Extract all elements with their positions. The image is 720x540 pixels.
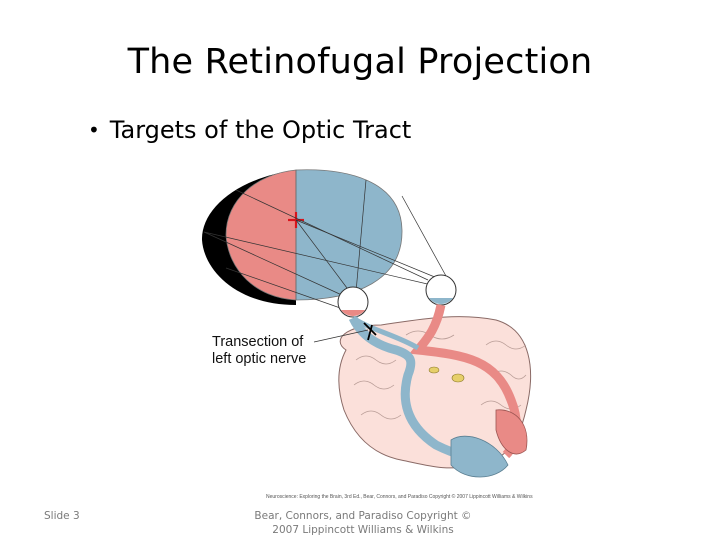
bullet-dot-icon: • [88, 118, 100, 142]
visual-cortex-left [450, 435, 509, 478]
footer-copyright: Bear, Connors, and Paradiso Copyright © … [248, 509, 478, 537]
bullet-text: Targets of the Optic Tract [109, 116, 412, 144]
left-visual-hemifield [225, 169, 297, 301]
visual-cortex-right [495, 409, 528, 455]
left-eye-icon [337, 286, 369, 318]
right-visual-hemifield [295, 169, 403, 301]
retinofugal-figure [196, 160, 536, 500]
label-pointer [313, 329, 369, 343]
transection-label: Transection of left optic nerve [212, 334, 306, 368]
footer-line2: 2007 Lippincott Williams & Wilkins [272, 524, 454, 536]
visual-field [201, 169, 403, 305]
right-eye-icon [425, 274, 457, 306]
transection-label-line2: left optic nerve [212, 351, 307, 367]
figure-credit: Neuroscience: Exploring the Brain, 3rd E… [266, 494, 533, 500]
light-rays [203, 179, 447, 311]
transection-mark-icon [363, 322, 377, 341]
slide-number: Slide 3 [44, 510, 80, 522]
transection-label-line1: Transection of [212, 334, 304, 350]
slide-title: The Retinofugal Projection [127, 42, 593, 82]
footer-line1: Bear, Connors, and Paradiso Copyright © [254, 510, 472, 522]
bullet-item: • Targets of the Optic Tract [88, 116, 411, 144]
